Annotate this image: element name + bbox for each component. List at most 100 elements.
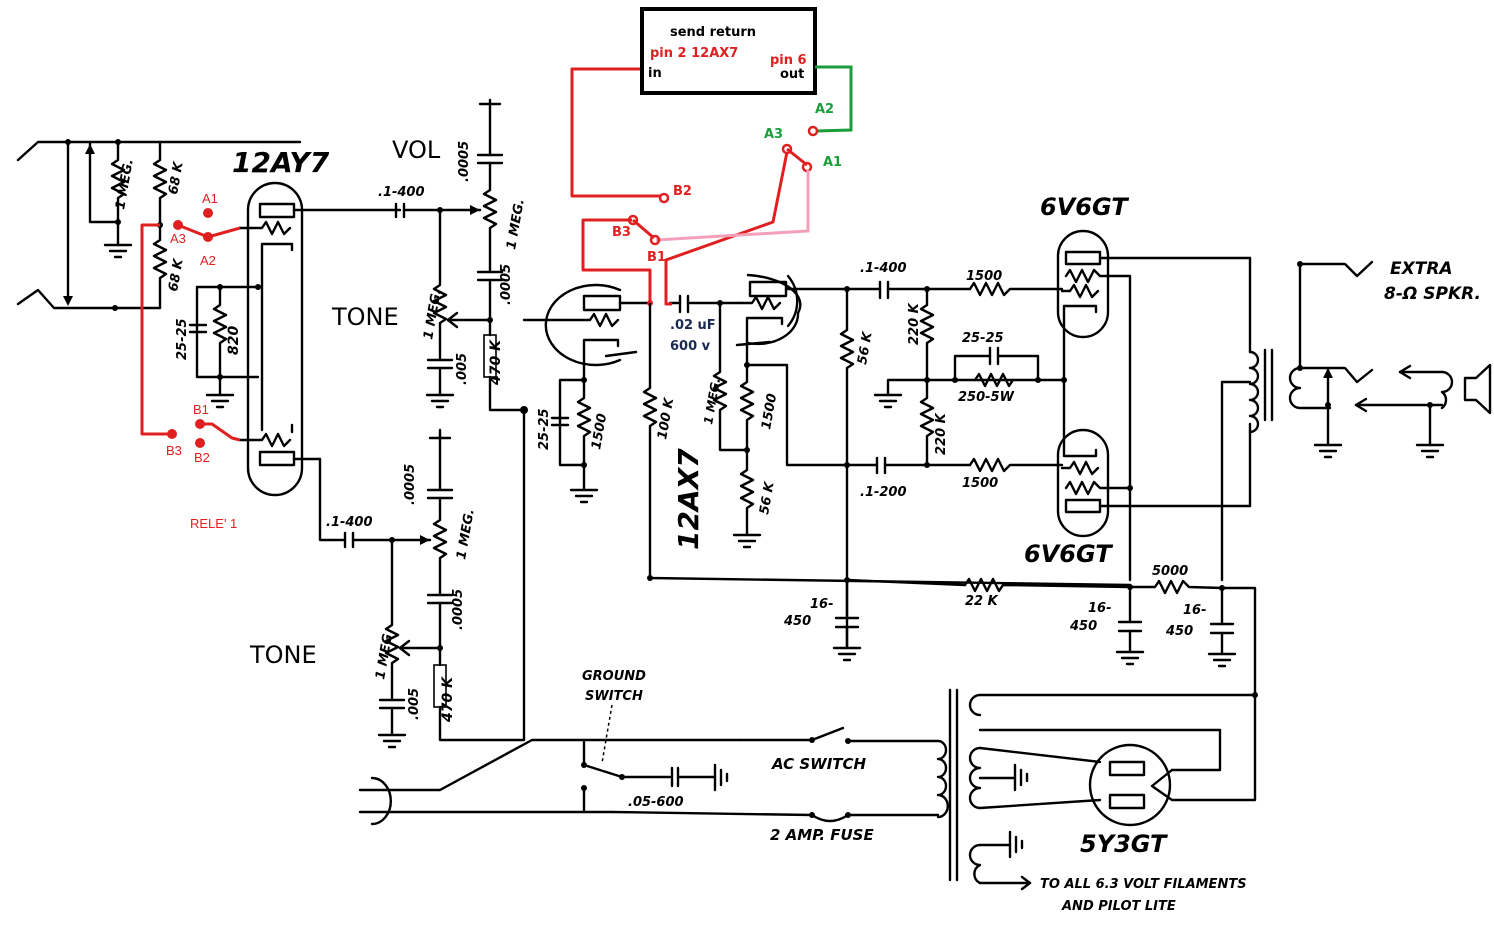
label-cathode-r: 820 bbox=[226, 326, 242, 355]
label-r-lower: 68 K bbox=[166, 257, 187, 293]
label-c-tone-1: .005 bbox=[455, 353, 470, 385]
power-tubes: 6V6GT 6V6GT bbox=[1024, 193, 1252, 582]
label-c-coupling-1: .1-400 bbox=[378, 185, 425, 200]
label-filter-cap-3-voltage: 450 bbox=[1165, 624, 1193, 639]
label-filaments-1: TO ALL 6.3 VOLT FILAMENTS bbox=[1040, 877, 1247, 892]
relay-contact-a1[interactable] bbox=[203, 208, 213, 218]
label-r-upper: 68 K bbox=[166, 160, 187, 196]
label-a2: A2 bbox=[815, 102, 834, 117]
tube-rectifier-label: 5Y3GT bbox=[1080, 830, 1168, 858]
label-c-coupling-2: .1-400 bbox=[326, 515, 373, 530]
label-pot-vol-1: 1 MEG. bbox=[504, 198, 528, 251]
label-b3: B3 bbox=[612, 225, 631, 240]
label-fuse: 2 AMP. FUSE bbox=[770, 826, 874, 844]
label-extra-2: 8-Ω SPKR. bbox=[1384, 284, 1481, 304]
relay-contact-b2[interactable] bbox=[195, 438, 205, 448]
label-vol: VOL bbox=[392, 136, 441, 164]
label-r-drop2: 5000 bbox=[1152, 564, 1188, 579]
resistor-68k-upper bbox=[152, 140, 168, 227]
power-tube-drive: .1-400 56 K .1-200 220 K 220 K 25-25 250… bbox=[839, 261, 1064, 650]
tone-stack-1: VOL TONE .1-400 .0005 1 MEG. .0005 1 MEG… bbox=[331, 98, 528, 414]
input-jack-2 bbox=[16, 288, 162, 310]
label-filaments-2: AND PILOT LITE bbox=[1061, 899, 1176, 914]
switch-contact-a2[interactable] bbox=[807, 125, 819, 137]
extra-speaker-jack bbox=[1298, 260, 1374, 370]
send-return-title: send return bbox=[670, 25, 756, 40]
send-in-label: in bbox=[648, 66, 662, 81]
label-a3: A3 bbox=[764, 127, 783, 142]
label-a1: A1 bbox=[823, 155, 842, 170]
input-jack-1 bbox=[16, 140, 302, 162]
resistor-1meg bbox=[110, 140, 126, 247]
send-wire bbox=[570, 67, 660, 198]
label-mod-cap-value: .02 uF bbox=[670, 318, 716, 333]
label-r-mix-1: 470 K bbox=[488, 339, 504, 386]
power-supply: 22 K 5000 16- 450 16- 450 16- 450 bbox=[783, 564, 1257, 697]
label-r-grid-bottom: 220 K bbox=[934, 412, 949, 455]
switch-contact-b3[interactable] bbox=[627, 214, 639, 226]
relay-label-a1: A1 bbox=[202, 191, 218, 206]
label-mod-cap-voltage: 600 v bbox=[670, 339, 711, 354]
label-filter-cap-2-voltage: 450 bbox=[1069, 619, 1097, 634]
send-return-box bbox=[640, 7, 817, 95]
power-plug bbox=[370, 776, 392, 826]
tube-v1: 12AY7 25-25 820 bbox=[175, 146, 402, 497]
label-tone-2: TONE bbox=[249, 641, 317, 669]
label-r-drop1: 22 K bbox=[965, 594, 999, 609]
label-b2: B2 bbox=[673, 184, 692, 199]
relay-label-b3: B3 bbox=[166, 443, 182, 458]
tube-rectifier bbox=[1088, 743, 1172, 827]
label-ground-switch-2: SWITCH bbox=[585, 689, 643, 704]
label-r-grid-top: 220 K bbox=[907, 302, 922, 345]
label-c-bias: 25-25 bbox=[962, 331, 1004, 346]
label-pot-vol-2: 1 MEG. bbox=[454, 508, 478, 561]
send-in-pin: pin 2 12AX7 bbox=[650, 46, 738, 61]
label-line-cap: .05-600 bbox=[628, 795, 684, 810]
label-r-stop-bottom: 1500 bbox=[962, 476, 998, 491]
label-cathode-r-2: 1500 bbox=[589, 412, 610, 450]
return-wire bbox=[815, 65, 853, 133]
label-c-top-pi: .1-400 bbox=[860, 261, 907, 276]
label-cathode-cap-2: 25-25 bbox=[537, 408, 552, 450]
label-r-tail: 56 K bbox=[757, 480, 778, 516]
tube-v4-label: 6V6GT bbox=[1024, 540, 1113, 568]
tube-v2-label: 12AX7 bbox=[672, 448, 705, 550]
label-extra-1: EXTRA bbox=[1390, 259, 1453, 279]
return-out-pin: pin 6 bbox=[770, 53, 807, 68]
label-ground-switch-1: GROUND bbox=[582, 669, 646, 684]
label-c-top-2: .0005 bbox=[403, 464, 418, 505]
label-c-top-1: .0005 bbox=[457, 141, 472, 182]
return-out-label: out bbox=[780, 67, 804, 82]
relay-contact-b3[interactable] bbox=[167, 429, 177, 439]
tube-v3-label: 6V6GT bbox=[1040, 193, 1129, 221]
switch-contact-b1[interactable] bbox=[649, 234, 661, 246]
tube-v1-label: 12AY7 bbox=[232, 146, 330, 179]
label-r-bias: 250-5W bbox=[958, 390, 1015, 405]
relay-label-b2: B2 bbox=[194, 450, 210, 465]
label-b1: B1 bbox=[647, 250, 666, 265]
label-filter-cap-3-value: 16- bbox=[1183, 603, 1207, 618]
label-c-mid-1: .0005 bbox=[499, 264, 514, 305]
label-filter-cap-1-value: 16- bbox=[810, 597, 834, 612]
label-ac-switch[interactable]: AC SWITCH bbox=[771, 755, 867, 773]
relay-wire bbox=[140, 223, 172, 436]
label-r-pi-cathode: 1500 bbox=[759, 392, 780, 430]
label-c-tone-2: .005 bbox=[407, 688, 422, 720]
relay-title: RELE' 1 bbox=[190, 516, 237, 531]
switch-contact-b2[interactable] bbox=[658, 192, 670, 204]
speaker-jack bbox=[1298, 366, 1374, 384]
label-r-plate-pi: 56 K bbox=[855, 330, 876, 366]
label-filter-cap-2-value: 16- bbox=[1088, 601, 1112, 616]
label-r-plate: 100 K bbox=[655, 396, 677, 441]
label-c-bottom-pi: .1-200 bbox=[860, 485, 907, 500]
mains-section: GROUND SWITCH .05-600 AC SWITCH 2 AMP. F… bbox=[358, 669, 1258, 914]
relay-label-b1: B1 bbox=[193, 402, 209, 417]
label-pot-tone-1: 1 MEG. bbox=[421, 288, 445, 341]
relay-label-a2: A2 bbox=[200, 253, 216, 268]
label-filter-cap-1-voltage: 450 bbox=[783, 614, 811, 629]
label-c-mid-2: .0005 bbox=[451, 589, 466, 630]
speaker-icon bbox=[1463, 363, 1492, 415]
label-cathode-cap: 25-25 bbox=[175, 318, 190, 360]
relay-label-a3: A3 bbox=[170, 231, 186, 246]
